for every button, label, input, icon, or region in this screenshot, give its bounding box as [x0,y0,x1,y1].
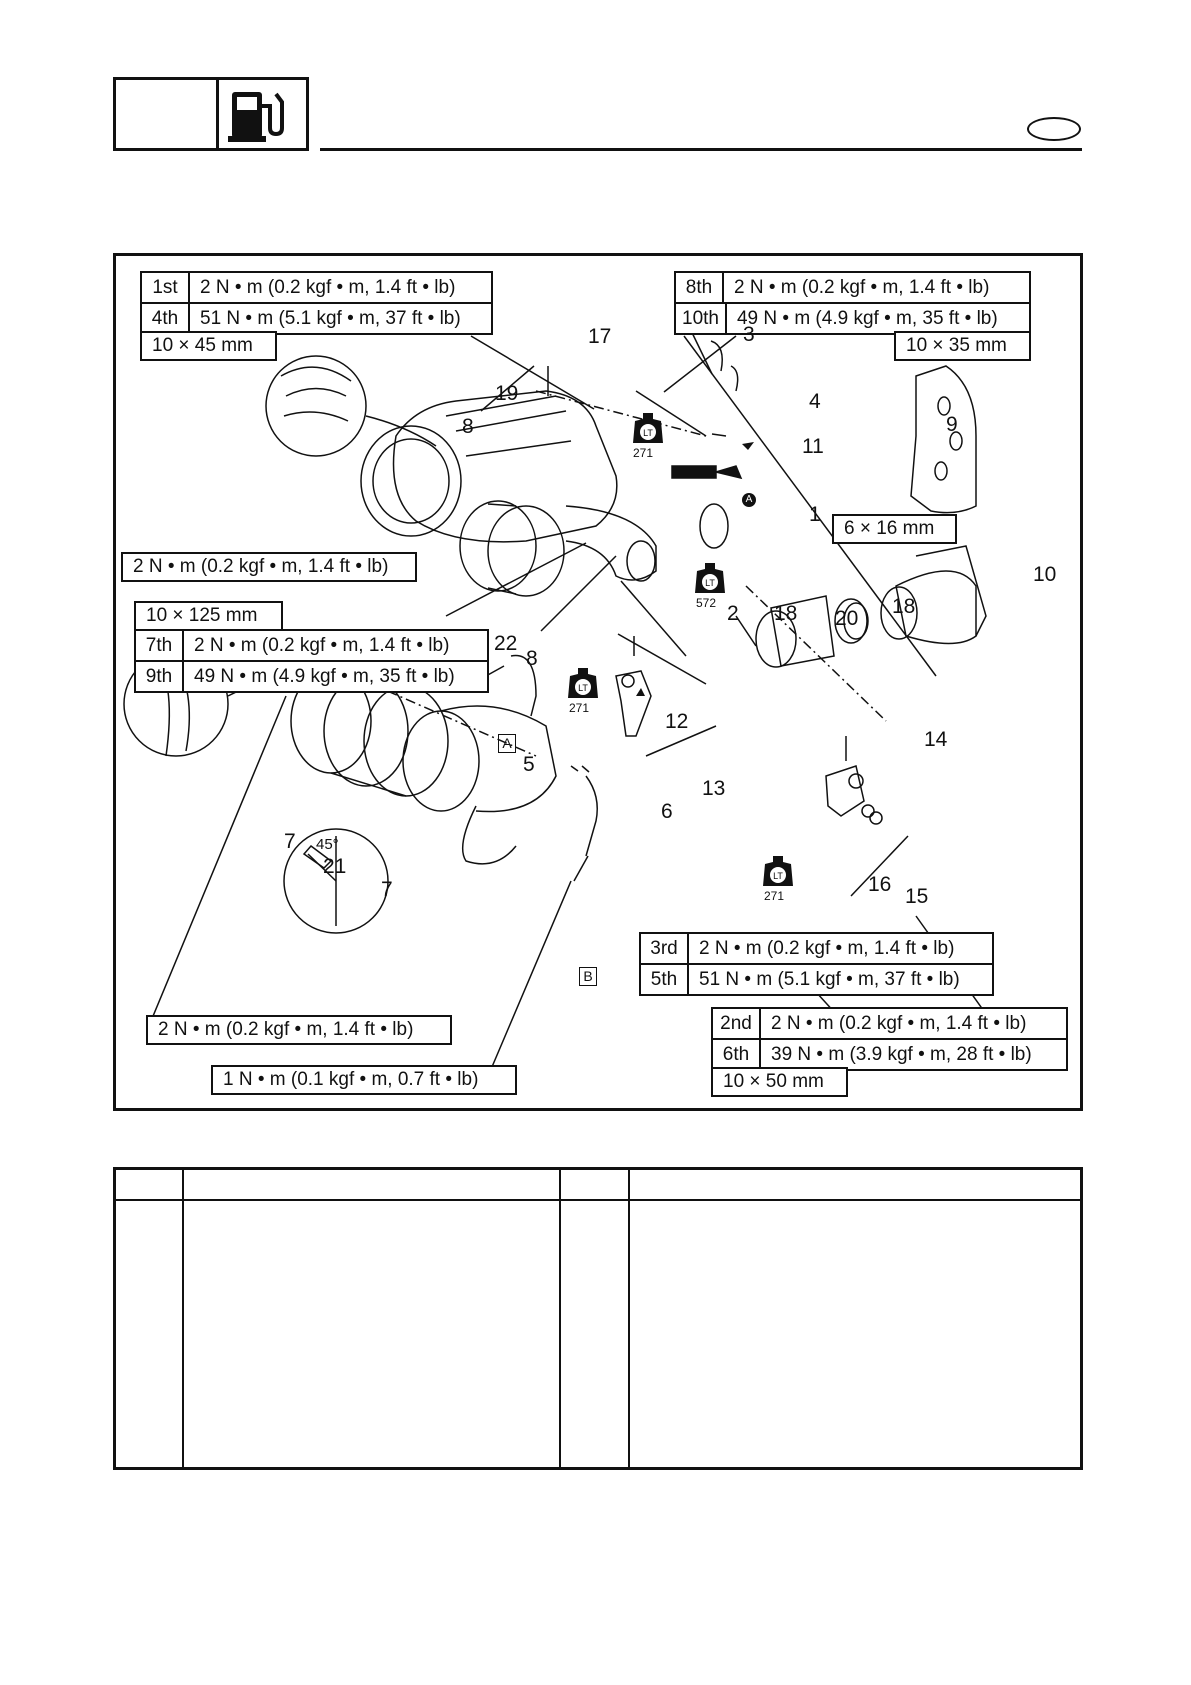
torque-row: 2nd 2 N • m (0.2 kgf • m, 1.4 ft • lb) [713,1009,1066,1038]
table-column-divider [628,1170,630,1467]
part-number: 4 [809,390,821,413]
torque-box-bottom-right-1: 3rd 2 N • m (0.2 kgf • m, 1.4 ft • lb) 5t… [639,932,994,996]
tab-divider [216,80,219,148]
marker-b: B [579,967,597,986]
torque-value: 2 N • m (0.2 kgf • m, 1.4 ft • lb) [699,937,955,959]
torque-value: 51 N • m (5.1 kgf • m, 37 ft • lb) [200,307,461,329]
torque-value: 2 N • m (0.2 kgf • m, 1.4 ft • lb) [194,634,450,656]
torque-box-top-left: 1st 2 N • m (0.2 kgf • m, 1.4 ft • lb) 4t… [140,271,493,335]
loctite-icon: LT [695,563,725,593]
sequence-label: 4th [142,304,190,333]
part-number: 1 [809,503,821,526]
torque-row: 3rd 2 N • m (0.2 kgf • m, 1.4 ft • lb) [641,934,992,963]
torque-box: 2 N • m (0.2 kgf • m, 1.4 ft • lb) [146,1015,452,1045]
sequence-label: 10th [676,304,727,333]
angle-label: 45° [316,836,339,853]
svg-text:LT: LT [578,683,588,693]
sequence-label: 8th [676,273,724,302]
part-number: 9 [946,413,958,436]
part-number: 15 [905,885,929,908]
svg-text:LT: LT [773,871,783,881]
svg-text:LT: LT [705,578,715,588]
part-number: 18 [892,595,916,618]
torque-box: 1 N • m (0.1 kgf • m, 0.7 ft • lb) [211,1065,517,1095]
bolt-size-box: 6 × 16 mm [832,514,957,544]
sequence-label: 3rd [641,934,689,963]
sequence-label: 9th [136,662,184,691]
part-number: 12 [665,710,689,733]
torque-value: 2 N • m (0.2 kgf • m, 1.4 ft • lb) [734,276,990,298]
table-column-divider [559,1170,561,1467]
torque-value: 49 N • m (4.9 kgf • m, 35 ft • lb) [194,665,455,687]
part-number: 14 [924,728,948,751]
loctite-icon: LT [763,856,793,886]
torque-value: 39 N • m (3.9 kgf • m, 28 ft • lb) [771,1043,1032,1065]
torque-box-mid-left: 7th 2 N • m (0.2 kgf • m, 1.4 ft • lb) 9t… [134,629,489,693]
torque-row: 8th 2 N • m (0.2 kgf • m, 1.4 ft • lb) [676,273,1029,302]
part-number: 20 [835,607,859,630]
part-number: 3 [743,323,755,346]
language-badge [1027,117,1081,141]
part-number: 5 [523,753,535,776]
header-rule [320,148,1082,151]
loctite-code: 271 [633,446,654,460]
torque-row: 1st 2 N • m (0.2 kgf • m, 1.4 ft • lb) [142,273,491,302]
part-number: 21 [323,855,347,878]
bolt-size-box: 10 × 125 mm [134,601,283,631]
parts-table [113,1167,1083,1470]
torque-row: 10th 49 N • m (4.9 kgf • m, 35 ft • lb) [676,302,1029,333]
part-number: 18 [774,602,798,625]
torque-box-bottom-right-2: 2nd 2 N • m (0.2 kgf • m, 1.4 ft • lb) 6t… [711,1007,1068,1071]
loctite-code: 572 [696,596,717,610]
torque-box-top-right: 8th 2 N • m (0.2 kgf • m, 1.4 ft • lb) 10… [674,271,1031,335]
table-column-divider [182,1170,184,1467]
sequence-label: 2nd [713,1009,761,1038]
bolt-size-box: 10 × 50 mm [711,1067,848,1097]
part-number: 17 [588,325,612,348]
part-number: 11 [802,435,824,458]
part-number: 22 [494,632,518,655]
tool-marker-a: A [742,493,756,507]
loctite-icon: LT [633,413,663,443]
bolt-size-box: 10 × 35 mm [894,331,1031,361]
torque-row: 4th 51 N • m (5.1 kgf • m, 37 ft • lb) [142,302,491,333]
table-header-row [116,1170,1080,1201]
sequence-label: 7th [136,631,184,660]
part-number: 8 [526,647,538,670]
part-number: 2 [727,602,739,625]
part-number: 19 [495,382,519,405]
part-number: 6 [661,800,673,823]
torque-row: 5th 51 N • m (5.1 kgf • m, 37 ft • lb) [641,963,992,994]
loctite-code: 271 [569,701,590,715]
part-number: 10 [1033,563,1057,586]
sequence-label: 5th [641,965,689,994]
part-number: 16 [868,873,892,896]
sequence-label: 6th [713,1040,761,1069]
marker-a: A [498,734,516,753]
torque-value: 2 N • m (0.2 kgf • m, 1.4 ft • lb) [771,1012,1027,1034]
torque-value: 51 N • m (5.1 kgf • m, 37 ft • lb) [699,968,960,990]
torque-value: 49 N • m (4.9 kgf • m, 35 ft • lb) [736,307,998,329]
part-number: 7 [284,830,296,853]
part-number: 8 [462,415,474,438]
sequence-label: 1st [142,273,190,302]
loctite-icon: LT [568,668,598,698]
part-number: 13 [702,777,726,800]
torque-row: 9th 49 N • m (4.9 kgf • m, 35 ft • lb) [136,660,487,691]
fuel-pump-icon [228,92,284,142]
bolt-size-box: 10 × 45 mm [140,331,277,361]
part-number: 7 [381,878,393,901]
torque-row: 7th 2 N • m (0.2 kgf • m, 1.4 ft • lb) [136,631,487,660]
svg-text:LT: LT [643,428,653,438]
loctite-code: 271 [764,889,785,903]
torque-box: 2 N • m (0.2 kgf • m, 1.4 ft • lb) [121,552,417,582]
torque-value: 2 N • m (0.2 kgf • m, 1.4 ft • lb) [200,276,456,298]
chapter-tab-box [113,77,309,151]
torque-row: 6th 39 N • m (3.9 kgf • m, 28 ft • lb) [713,1038,1066,1069]
